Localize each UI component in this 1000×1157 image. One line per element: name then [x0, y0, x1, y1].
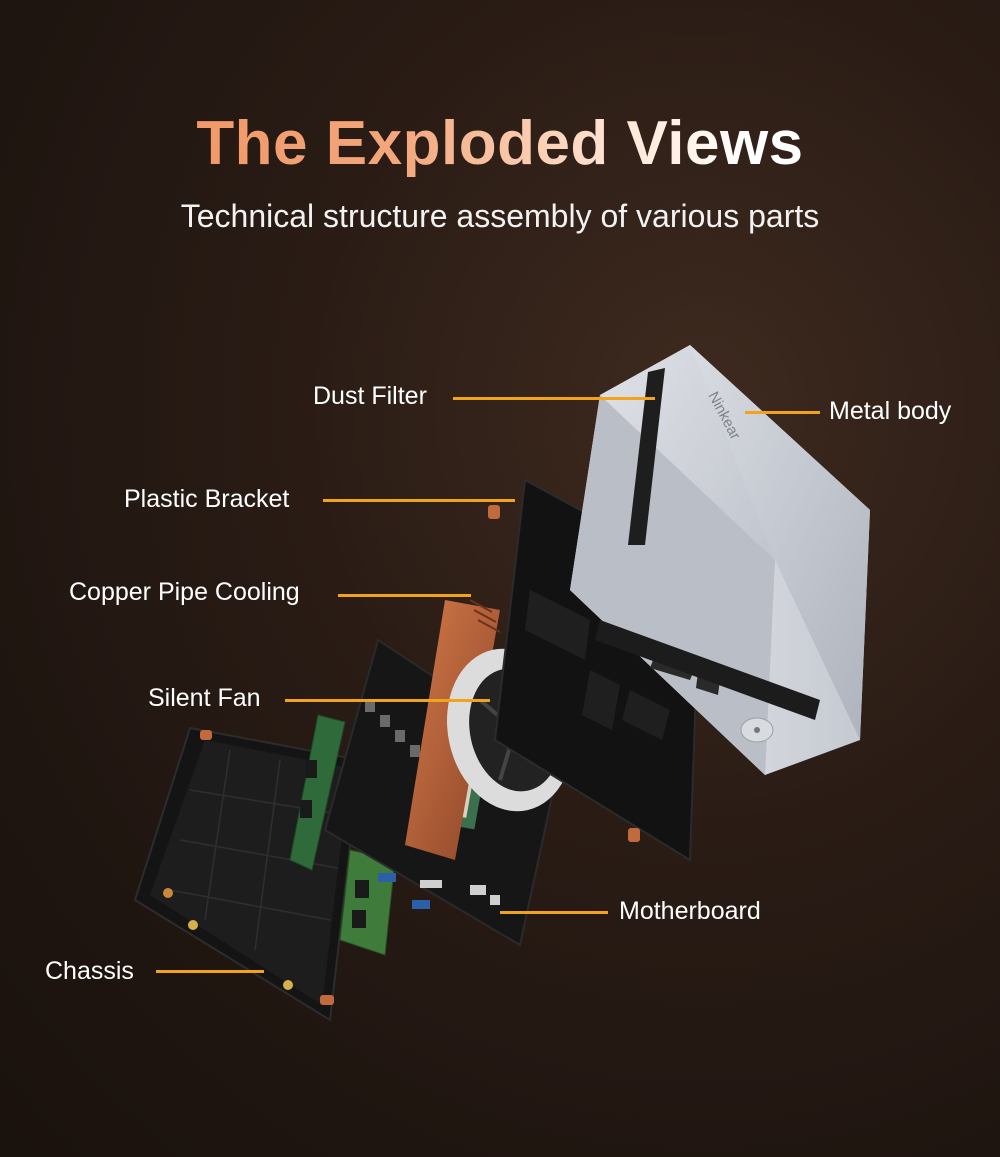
label-motherboard: Motherboard — [619, 897, 761, 925]
label-metal-body: Metal body — [829, 397, 952, 425]
label-silent-fan: Silent Fan — [148, 684, 261, 712]
label-plastic-bracket: Plastic Bracket — [124, 485, 290, 513]
leader-line-metal-body — [745, 411, 820, 414]
page-subtitle: Technical structure assembly of various … — [180, 198, 820, 234]
leader-line-plastic-bracket — [323, 499, 515, 502]
leader-line-motherboard — [500, 911, 608, 914]
leader-line-dust-filter — [453, 397, 655, 400]
leader-line-chassis — [156, 970, 264, 973]
label-copper-pipe-cooling: Copper Pipe Cooling — [69, 578, 300, 606]
metal-body-part: Ninkear — [570, 345, 870, 775]
label-chassis: Chassis — [45, 957, 134, 985]
ram-modules — [289, 714, 396, 956]
page-title: The Exploded Views — [0, 108, 1000, 179]
label-dust-filter: Dust Filter — [313, 382, 427, 410]
leader-line-copper-pipe-cooling — [338, 594, 471, 597]
leader-line-silent-fan — [285, 699, 490, 702]
